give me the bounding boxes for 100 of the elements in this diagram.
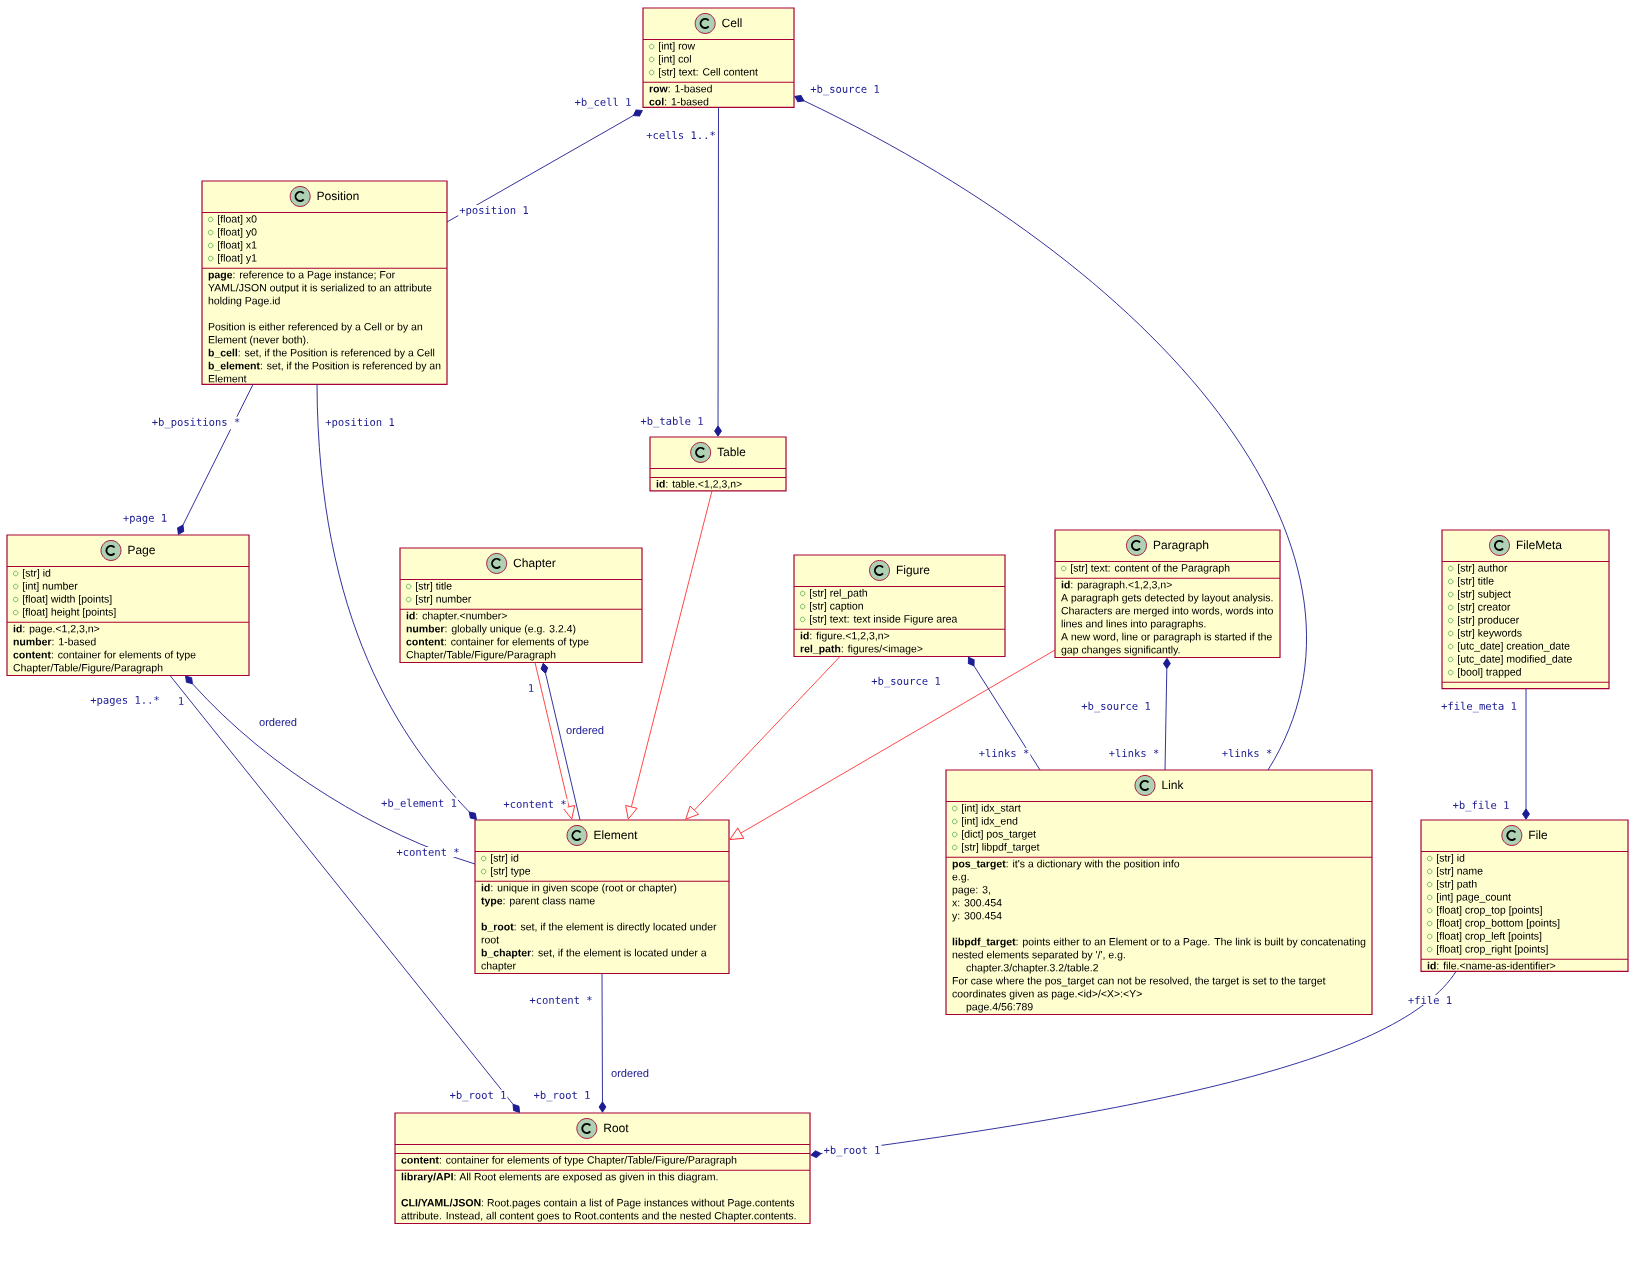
attribute-text: [str] number: [416, 594, 472, 605]
class-box: [201, 180, 448, 385]
class-box: [642, 7, 795, 108]
role-label: +links *: [1107, 747, 1161, 759]
role-label: +b_cell 1: [573, 96, 633, 110]
note-text: id: chapter.<number>: [406, 611, 507, 622]
edge-label: ordered: [610, 1068, 650, 1079]
role-label: +b_root 1: [448, 1089, 508, 1103]
class-box: [649, 436, 787, 492]
attribute-text: [str] creator: [1458, 602, 1511, 613]
note-text: e.g.: [952, 874, 969, 883]
composition-line: [794, 95, 1307, 771]
inheritance-arrow: [685, 656, 841, 820]
class-box: [1441, 529, 1610, 690]
note-text: id: figure.<1,2,3,n>: [800, 631, 890, 642]
note-text: col: 1-based: [649, 97, 709, 106]
attribute-text: [str] text: content of the Paragraph: [1071, 563, 1230, 574]
role-label: +page 1: [121, 513, 169, 525]
note-text: page: reference to a Page instance; For YAML/JSON output it is serialized to an attribute holding Page.id: [208, 270, 432, 307]
attribute-text: [str] id: [491, 853, 519, 864]
class-name: File: [1529, 830, 1548, 840]
note-text: library/API: All Root elements are exposed as given in this diagram.: [401, 1172, 718, 1183]
inheritance-arrow: [625, 490, 713, 820]
class-box: [1054, 529, 1281, 659]
class-box: [793, 554, 1006, 658]
composition-line: [967, 656, 1041, 771]
note-text: id: unique in given scope (root or chapter): [481, 883, 677, 894]
attribute-text: [str] id: [1437, 853, 1465, 864]
attribute-text: [float] crop_right [points]: [1437, 944, 1548, 955]
class-name: Figure: [896, 565, 930, 577]
attribute-text: [float] height [points]: [23, 607, 116, 618]
class-name: FileMeta: [1516, 540, 1562, 550]
role-label: 1: [526, 683, 536, 693]
edge-label: ordered: [258, 716, 298, 728]
edge-label: ordered: [565, 724, 605, 736]
role-label: +cells 1..*: [645, 129, 717, 141]
role-label: +b_source 1: [1080, 700, 1152, 714]
attribute-text: [str] title: [416, 581, 452, 592]
attribute-text: [str] producer: [1458, 615, 1519, 626]
attribute-text: [str] rel_path: [810, 588, 867, 599]
note-text: id: paragraph.<1,2,3,n>: [1061, 580, 1172, 591]
class-name: Link: [1162, 780, 1184, 790]
note-text: type: parent class name: [481, 896, 595, 907]
note-text: content: container for elements of type Chapter/Table/Figure/Paragraph: [401, 1155, 737, 1166]
attribute-text: [str] name: [1437, 866, 1483, 877]
role-label: +b_element 1: [380, 797, 458, 811]
note-text: CLI/YAML/JSON: Root.pages contain a list of Page instances without Page.contents attribute. Instead, all content goes to Root.contents and the nested Chapter.contents.: [401, 1198, 796, 1222]
role-label: +position 1: [324, 416, 396, 430]
class-box: [394, 1112, 811, 1225]
composition-line: [316, 383, 477, 820]
role-label: +b_root 1: [532, 1089, 592, 1103]
attribute-text: [int] idx_start: [962, 803, 1021, 814]
role-label: +links *: [1220, 747, 1274, 759]
attribute-text: [str] subject: [1458, 589, 1511, 600]
note-text: page.4/56:789: [966, 1002, 1033, 1013]
class-box: [945, 769, 1373, 1016]
class-name: Page: [128, 545, 155, 557]
attribute-text: [str] keywords: [1458, 628, 1522, 639]
inheritance-arrow: [729, 649, 1056, 840]
class-name: Position: [317, 191, 359, 201]
attribute-text: [str] title: [1458, 576, 1494, 587]
note-text: rel_path: figures/<image>: [800, 644, 923, 655]
note-text: A paragraph gets detected by layout analysis. Characters are merged into words, words into lines and lines into paragraphs.: [1061, 593, 1273, 630]
composition-line: [714, 106, 722, 437]
attribute-text: [bool] trapped: [1458, 667, 1521, 678]
role-label: 1: [176, 696, 186, 706]
note-text: b_chapter: set, if the element is located under a chapter: [481, 948, 707, 972]
note-text: Position is either referenced by a Cell or by an Element (never both).: [208, 322, 423, 346]
note-text: chapter.3/chapter.3.2/table.2: [966, 963, 1098, 974]
attribute-text: [float] width [points]: [23, 594, 112, 605]
attribute-text: [int] page_count: [1437, 892, 1511, 903]
composition-line: [177, 383, 254, 535]
class-name: Chapter: [513, 558, 556, 570]
role-label: +position 1: [458, 204, 530, 218]
composition-line: [540, 662, 581, 821]
attribute-text: [str] path: [1437, 879, 1477, 890]
attribute-text: [dict] pos_target: [962, 829, 1036, 840]
class-box: [399, 547, 643, 664]
attribute-text: [float] crop_top [points]: [1437, 905, 1542, 916]
role-label: +file_meta 1: [1440, 700, 1518, 714]
note-text: A new word, line or paragraph is started if the gap changes significantly.: [1061, 632, 1272, 656]
attribute-text: [int] row: [659, 41, 696, 52]
attribute-text: [str] author: [1458, 563, 1508, 574]
attribute-text: [utc_date] creation_date: [1458, 641, 1570, 652]
role-label: +file 1: [1406, 994, 1454, 1006]
attribute-text: [float] x1: [218, 240, 257, 251]
note-text: libpdf_target: points either to an Element or to a Page. The link is built by concatenating nested elements separated by '/', e.g.: [952, 937, 1366, 961]
class-name: Paragraph: [1153, 540, 1209, 552]
attribute-text: [int] idx_end: [962, 816, 1018, 827]
attribute-text: [int] number: [23, 581, 78, 592]
attribute-text: [float] x0: [218, 214, 257, 225]
composition-line: [185, 675, 476, 865]
note-text: number: globally unique (e.g. 3.2.4): [406, 624, 576, 635]
class-box: [6, 534, 250, 677]
class-name: Cell: [722, 18, 742, 28]
attribute-text: [str] text: text inside Figure area: [810, 614, 958, 625]
attribute-text: [str] text: Cell content: [659, 67, 758, 78]
note-text: pos_target: it's a dictionary with the position info: [952, 859, 1180, 870]
note-text: b_cell: set, if the Position is referenced by a Cell: [208, 348, 435, 359]
inheritance-arrow: [534, 662, 576, 820]
